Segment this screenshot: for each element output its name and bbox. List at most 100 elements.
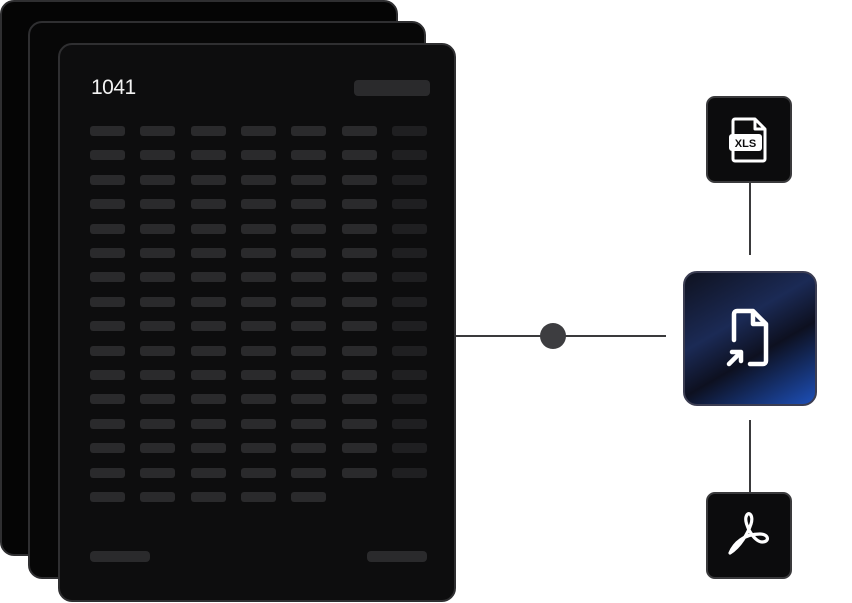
placeholder-cell — [391, 394, 427, 405]
placeholder-cell — [190, 321, 226, 332]
placeholder-cell — [140, 492, 176, 502]
placeholder-cell — [90, 174, 125, 185]
placeholder-cell — [240, 248, 276, 258]
placeholder-cell — [291, 199, 327, 210]
connector-line-to-xls — [749, 182, 751, 255]
placeholder-cell — [90, 126, 125, 136]
placeholder-cell — [341, 370, 377, 380]
placeholder-cell — [291, 370, 327, 380]
placeholder-cell — [291, 272, 327, 283]
converter-box[interactable] — [683, 271, 817, 406]
placeholder-cell — [291, 321, 327, 332]
placeholder-cell — [341, 248, 377, 258]
placeholder-cell — [240, 443, 276, 454]
placeholder-cell — [240, 150, 276, 161]
placeholder-cell — [291, 174, 327, 185]
placeholder-cell — [140, 199, 176, 210]
placeholder-cell — [391, 345, 427, 356]
connector-node — [540, 323, 566, 349]
placeholder-cell — [391, 467, 427, 478]
placeholder-cell — [90, 272, 125, 283]
placeholder-cell — [190, 150, 226, 161]
placeholder-cell — [391, 150, 427, 161]
placeholder-cell — [190, 345, 226, 356]
placeholder-cell — [341, 443, 377, 454]
placeholder-cell — [291, 248, 327, 258]
placeholder-cell — [240, 272, 276, 283]
placeholder-cell — [240, 174, 276, 185]
placeholder-cell — [391, 321, 427, 332]
placeholder-cell — [190, 223, 226, 234]
placeholder-cell — [341, 199, 377, 210]
placeholder-cell — [341, 174, 377, 185]
placeholder-cell — [391, 223, 427, 234]
placeholder-cell — [341, 418, 377, 429]
placeholder-cell — [190, 272, 226, 283]
placeholder-cell — [190, 370, 226, 380]
placeholder-cell — [140, 174, 176, 185]
placeholder-cell — [90, 394, 125, 405]
header-placeholder — [354, 80, 430, 96]
placeholder-cell — [140, 345, 176, 356]
placeholder-cell — [341, 223, 377, 234]
placeholder-cell — [240, 394, 276, 405]
placeholder-cell — [391, 418, 427, 429]
footer-placeholder-left — [90, 551, 150, 562]
placeholder-cell — [391, 370, 427, 380]
placeholder-cell — [391, 248, 427, 258]
xls-output-box[interactable]: XLS — [706, 96, 792, 183]
placeholder-cell — [240, 418, 276, 429]
placeholder-cell — [140, 126, 176, 136]
placeholder-cell — [190, 126, 226, 136]
placeholder-cell — [341, 150, 377, 161]
placeholder-cell — [140, 272, 176, 283]
placeholder-cell — [341, 394, 377, 405]
placeholder-cell — [240, 321, 276, 332]
placeholder-cell — [291, 223, 327, 234]
placeholder-cell — [90, 321, 125, 332]
xls-format-label: XLS — [735, 138, 756, 150]
placeholder-cell — [391, 296, 427, 307]
placeholder-cell — [391, 199, 427, 210]
placeholder-cell — [240, 370, 276, 380]
placeholder-cell — [240, 345, 276, 356]
placeholder-cell — [140, 418, 176, 429]
placeholder-cell — [190, 418, 226, 429]
xls-file-icon: XLS — [729, 117, 767, 162]
form-number: 1041 — [91, 76, 136, 99]
placeholder-cell — [140, 443, 176, 454]
placeholder-cell — [190, 394, 226, 405]
placeholder-cell — [190, 467, 226, 478]
placeholder-cell — [90, 296, 125, 307]
placeholder-cell — [90, 492, 125, 502]
placeholder-cell — [291, 443, 327, 454]
placeholder-cell — [291, 126, 327, 136]
connector-line-to-pdf — [749, 420, 751, 494]
placeholder-cell — [341, 345, 377, 356]
placeholder-cell — [291, 467, 327, 478]
placeholder-cell — [140, 394, 176, 405]
placeholder-cell — [291, 394, 327, 405]
placeholder-cell — [240, 126, 276, 136]
placeholder-cell — [190, 174, 226, 185]
placeholder-cell — [190, 199, 226, 210]
file-convert-icon — [726, 308, 769, 366]
acrobat-pdf-icon — [728, 511, 769, 555]
placeholder-cell — [291, 418, 327, 429]
placeholder-cell — [240, 223, 276, 234]
placeholder-cell — [240, 199, 276, 210]
placeholder-cell — [391, 443, 427, 454]
placeholder-cell — [190, 248, 226, 258]
placeholder-cell — [391, 272, 427, 283]
placeholder-cell — [140, 296, 176, 307]
placeholder-cell — [90, 418, 125, 429]
placeholder-cell — [140, 370, 176, 380]
placeholder-cell — [140, 223, 176, 234]
footer-placeholder-right — [367, 551, 427, 562]
pdf-output-box[interactable] — [706, 492, 792, 579]
placeholder-cell — [240, 492, 276, 502]
placeholder-cell — [291, 345, 327, 356]
placeholder-cell — [240, 296, 276, 307]
placeholder-cell — [140, 467, 176, 478]
placeholder-cell — [190, 492, 226, 502]
